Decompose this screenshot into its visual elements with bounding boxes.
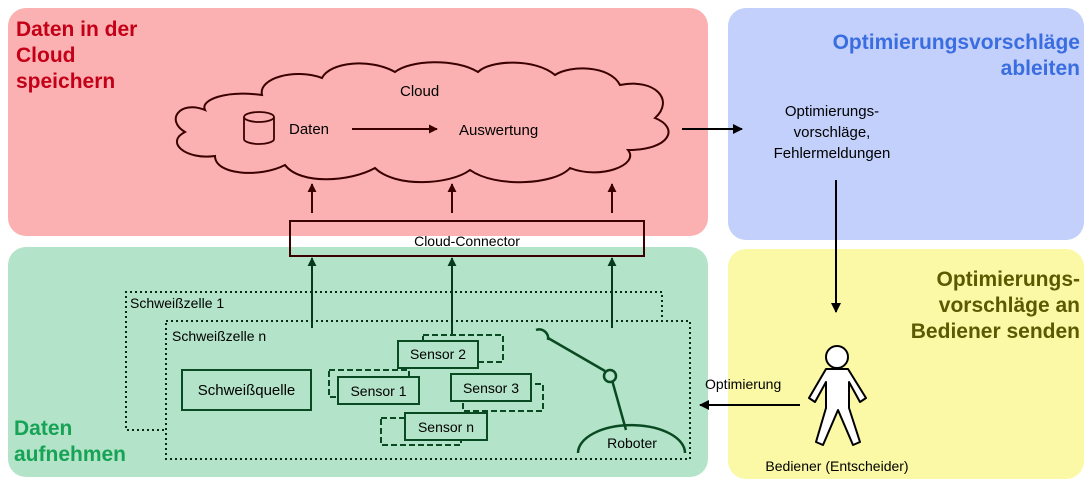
sensor-3-label: Sensor 3 — [462, 380, 520, 396]
send-panel-title: Optimierungs- vorschläge an Bediener sen… — [910, 268, 1080, 343]
robot-label: Roboter — [607, 435, 657, 451]
sensor-2-box — [397, 340, 479, 369]
data-label: Daten — [289, 121, 330, 138]
welding-cell-n-label: Schweißzelle n — [172, 328, 267, 344]
panel-derive-suggestions — [728, 8, 1084, 240]
cloud-label: Cloud — [400, 83, 440, 100]
sensor-3-box — [450, 373, 532, 402]
operator-label: Bediener (Entscheider) — [765, 458, 909, 474]
sensor-2-label: Sensor 2 — [409, 346, 467, 362]
sensor-n-box — [404, 412, 488, 441]
sensor-1-box — [337, 376, 420, 405]
welding-cell-1-frame — [125, 291, 663, 431]
cloud-connector-box — [289, 220, 645, 257]
optimization-label: Optimierung — [705, 376, 782, 392]
collect-panel-title: Daten aufnehmen — [14, 417, 127, 466]
welding-source-box — [181, 369, 312, 411]
robot-icon — [535, 328, 687, 454]
panel-send-operator — [728, 249, 1084, 479]
person-icon — [808, 345, 867, 446]
derive-panel-title: Optimierungsvorschläge ableiten — [832, 31, 1080, 80]
analysis-label: Auswertung — [459, 122, 539, 139]
store-panel-title: Daten in der Cloud speichern — [16, 18, 138, 93]
welding-cell-n-frame — [165, 320, 691, 460]
panel-store-cloud — [8, 8, 708, 236]
sensor-1-label: Sensor 1 — [350, 383, 407, 399]
sensor-n-label: Sensor n — [417, 419, 475, 435]
cloud-connector-label: Cloud-Connector — [414, 233, 520, 249]
welding-source-label: Schweißquelle — [197, 382, 296, 399]
cloud-shape — [174, 61, 670, 184]
welding-cell-1-label: Schweißzelle 1 — [130, 295, 225, 311]
suggestions-text: Optimierungs- vorschläge, Fehlermeldunge… — [773, 103, 891, 162]
database-icon — [243, 111, 275, 145]
